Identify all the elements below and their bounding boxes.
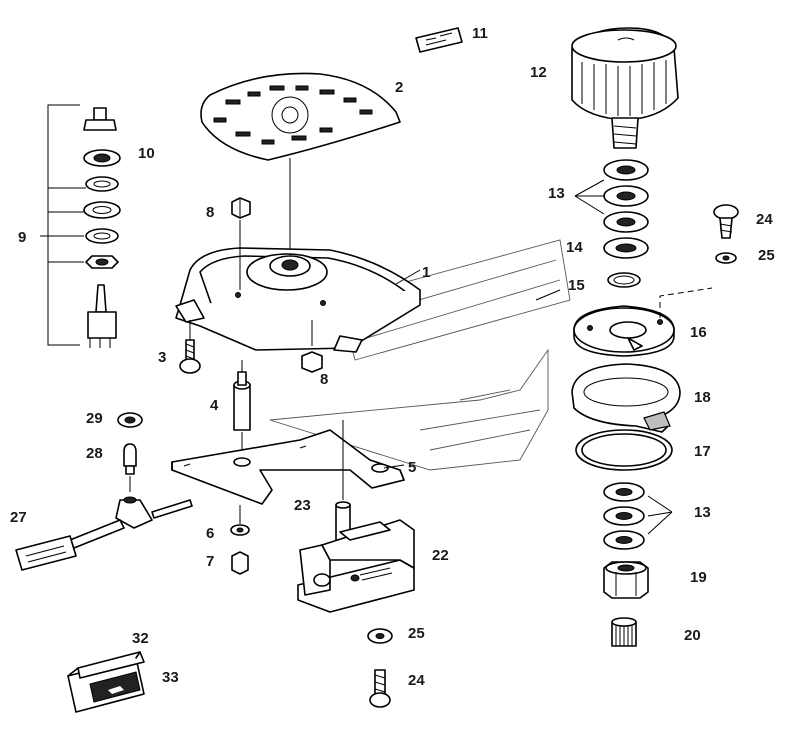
lamp-bulb-28 (123, 443, 137, 492)
callout-24-lower: 24 (408, 672, 425, 689)
nut-19 (603, 561, 649, 599)
callout-17: 17 (694, 443, 711, 460)
rocker-switch-32-33 (67, 651, 145, 713)
callout-13-lower: 13 (694, 504, 711, 521)
callout-16: 16 (690, 324, 707, 341)
knurled-insert-20 (611, 617, 637, 647)
lamp-holder-harness-27 (15, 496, 193, 571)
nut-7 (231, 551, 249, 575)
callout-8-lower: 8 (320, 371, 328, 388)
callout-28: 28 (86, 445, 103, 462)
callout-6: 6 (206, 525, 214, 542)
callout-14: 14 (566, 239, 583, 256)
switch-assembly-22 (297, 519, 415, 613)
o-ring-17 (575, 429, 673, 471)
washers-13-upper (574, 159, 649, 233)
callout-15: 15 (568, 277, 585, 294)
callout-24-upper: 24 (756, 211, 773, 228)
washer-6 (230, 505, 250, 536)
base-housing (175, 247, 421, 353)
callout-7: 7 (206, 553, 214, 570)
callout-33: 33 (162, 669, 179, 686)
lamp-cap-29 (117, 412, 143, 428)
callout-18: 18 (694, 389, 711, 406)
screw-3 (179, 320, 201, 374)
callout-2: 2 (395, 79, 403, 96)
callout-10: 10 (138, 145, 155, 162)
callout-13-upper: 13 (548, 185, 565, 202)
callout-27: 27 (10, 509, 27, 526)
callout-11: 11 (472, 25, 488, 42)
callout-29: 29 (86, 410, 103, 427)
callout-4: 4 (210, 397, 219, 414)
screw-24-upper (713, 204, 739, 239)
callout-25-lower: 25 (408, 625, 425, 642)
callout-23: 23 (294, 497, 311, 514)
nut-upper (231, 197, 251, 290)
callout-20: 20 (684, 627, 701, 644)
callout-25-upper: 25 (758, 247, 775, 264)
ring-15 (607, 272, 641, 288)
bracket-plate-5 (171, 429, 405, 505)
callout-32: 32 (132, 630, 149, 647)
callout-5: 5 (408, 459, 416, 476)
washer-14 (603, 237, 649, 259)
callout-8-upper: 8 (206, 204, 214, 221)
callout-3: 3 (158, 349, 166, 366)
scale-plate (200, 72, 401, 161)
washer-25-upper (715, 252, 737, 264)
nut-lower (301, 320, 323, 373)
screw-24-lower (369, 669, 391, 708)
callout-9: 9 (18, 229, 26, 246)
toggle-switch-group-9 (40, 104, 121, 348)
detent-spring-18 (571, 363, 681, 433)
callout-19: 19 (690, 569, 707, 586)
callout-1: 1 (422, 264, 430, 281)
callout-22: 22 (432, 547, 449, 564)
washers-13-lower (603, 482, 673, 550)
washer-25-lower (367, 628, 393, 644)
callout-12: 12 (530, 64, 547, 81)
label-tag (415, 27, 463, 53)
knob-12 (571, 27, 679, 149)
disc-16 (573, 305, 675, 357)
spacer-4 (233, 360, 251, 460)
